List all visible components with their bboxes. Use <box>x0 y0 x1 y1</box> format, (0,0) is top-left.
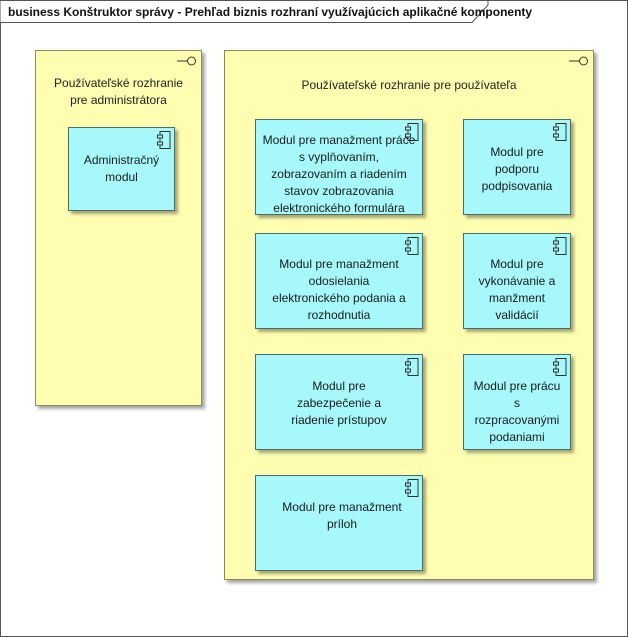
diagram-title-tab <box>0 0 489 23</box>
interface-icon <box>569 56 588 66</box>
component-icon <box>405 123 419 141</box>
component-admin-module[interactable]: Administračný modul <box>68 127 175 211</box>
interface-label: Používateľské rozhranie pre používateľa <box>301 78 517 92</box>
component-icon <box>405 358 419 376</box>
component-icon <box>553 237 567 255</box>
interface-label: Používateľské rozhranie pre administráto… <box>54 76 183 107</box>
interface-user[interactable]: Používateľské rozhranie pre používateľa … <box>224 50 594 580</box>
component-drafts-module[interactable]: Modul pre prácu s rozpracovanými podania… <box>463 354 571 450</box>
component-label: Modul pre podporu podpisovania <box>481 145 553 193</box>
component-icon <box>553 358 567 376</box>
component-icon <box>405 237 419 255</box>
interface-icon <box>177 56 196 66</box>
component-form-module[interactable]: Modul pre manažment práce s vyplňovaním,… <box>255 119 423 215</box>
component-label: Modul pre manažment odosielania elektron… <box>272 257 406 322</box>
component-attachments-module[interactable]: Modul pre manažment príloh <box>255 475 423 571</box>
component-label: Modul pre manažment práce s vyplňovaním,… <box>262 133 416 215</box>
component-sign-module[interactable]: Modul pre podporu podpisovania <box>463 119 571 215</box>
component-label: Administračný modul <box>83 153 160 184</box>
component-security-module[interactable]: Modul pre zabezpečenie a riadenie prístu… <box>255 354 423 450</box>
interface-admin[interactable]: Používateľské rozhranie pre administráto… <box>35 50 202 406</box>
component-icon <box>157 131 171 149</box>
component-label: Modul pre manažment príloh <box>282 500 402 531</box>
component-icon <box>405 479 419 497</box>
component-label: Modul pre prácu s rozpracovanými podania… <box>473 379 561 444</box>
component-icon <box>553 123 567 141</box>
component-validation-module[interactable]: Modul pre vykonávanie a manžment validác… <box>463 233 571 329</box>
component-label: Modul pre vykonávanie a manžment validác… <box>478 257 556 322</box>
component-label: Modul pre zabezpečenie a riadenie prístu… <box>291 379 387 427</box>
component-send-module[interactable]: Modul pre manažment odosielania elektron… <box>255 233 423 329</box>
diagram-title: business Konštruktor správy - Prehľad bi… <box>8 5 533 19</box>
